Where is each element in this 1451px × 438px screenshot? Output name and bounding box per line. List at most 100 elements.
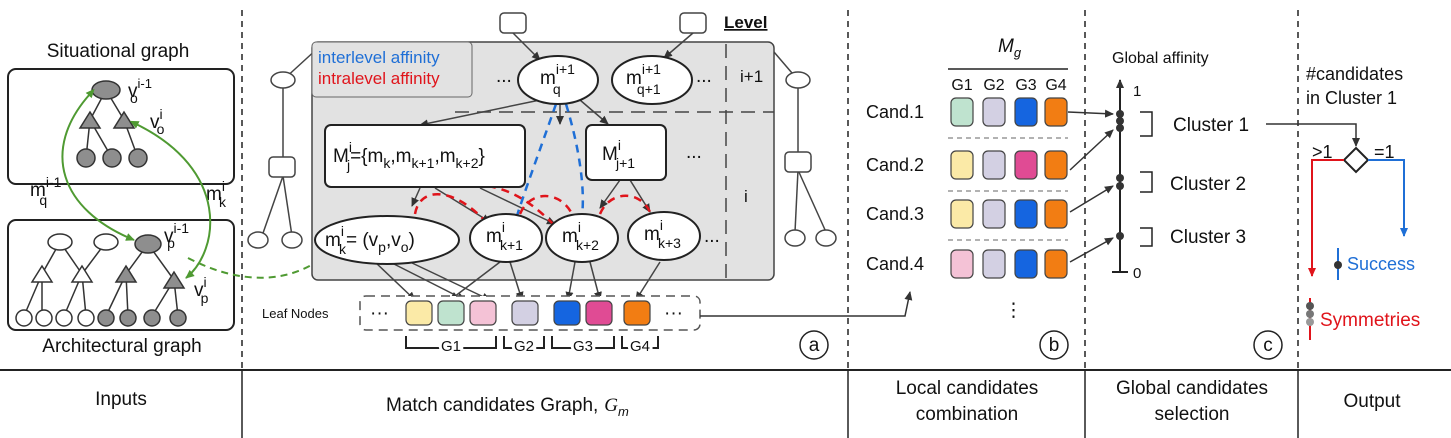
- intralevel-affinity: [598, 194, 652, 215]
- local-column-header: G1: [951, 77, 972, 94]
- arch-leaf: [169, 309, 187, 327]
- candidate-swatch: [950, 150, 974, 180]
- arch-leaf: [119, 309, 137, 327]
- section-inputs: Inputs: [95, 389, 147, 410]
- axis-top-label: 1: [1133, 83, 1141, 100]
- arch-leaf: [97, 309, 115, 327]
- group-bracket-g4: [621, 336, 659, 349]
- decision-eq1: =1: [1374, 142, 1395, 162]
- affinity-point: [1116, 182, 1124, 190]
- marker-b-circle: [1039, 330, 1069, 360]
- interlevel-affinity: [513, 103, 558, 223]
- candidate-swatch: [1044, 249, 1068, 279]
- node-vp: [162, 270, 186, 289]
- intralevel-affinity: [518, 194, 574, 215]
- cluster-2-label: Cluster 2: [1170, 174, 1246, 195]
- section-global-line1: Global candidates: [1116, 378, 1268, 399]
- ellipsis-upper: ...: [496, 66, 512, 87]
- leaf: [102, 148, 122, 168]
- node-mk3: [627, 211, 701, 261]
- output-title-line1: #candidates: [1306, 64, 1403, 84]
- decision-gt1: >1: [1312, 142, 1333, 162]
- section-global-line2: selection: [1155, 404, 1230, 425]
- symmetry-point: [1306, 318, 1314, 326]
- section-local-line1: Local candidates: [896, 378, 1039, 399]
- section-output: Output: [1343, 391, 1401, 412]
- local-symbol: Mg: [998, 36, 1022, 60]
- intralevel-affinity: [413, 192, 487, 223]
- leaf-node-swatch: [511, 300, 539, 326]
- architectural-graph-label: Architectural graph: [42, 336, 201, 357]
- leaf-node-swatch: [405, 300, 433, 326]
- side-node: [785, 71, 811, 89]
- affinity-point: [1116, 124, 1124, 132]
- success-label: Success: [1347, 254, 1415, 274]
- arch-tri: [30, 264, 54, 283]
- candidate-swatch: [1044, 150, 1068, 180]
- local-column-header: G4: [1045, 77, 1066, 94]
- side-node: [815, 229, 837, 247]
- section-labels: Inputs Match candidates Graph,Gm Local c…: [95, 378, 1401, 425]
- ellipsis-lower: ...: [704, 226, 720, 247]
- leaf-node-swatch: [437, 300, 465, 326]
- output-panel: #candidates in Cluster 1 >1 =1 Success S…: [1253, 64, 1420, 360]
- leaf-node-swatch: [553, 300, 581, 326]
- group-label-g2: G2: [514, 338, 534, 355]
- arch-leaf: [143, 309, 161, 327]
- candidate-swatch: [1014, 249, 1038, 279]
- side-node: [247, 231, 269, 249]
- candidate-swatch: [982, 97, 1006, 127]
- arch-leaf: [35, 309, 53, 327]
- group-bracket-g1: [405, 336, 497, 349]
- candidate-label: Cand.3: [866, 204, 924, 224]
- group-label-g1: G1: [441, 338, 461, 355]
- side-node: [784, 151, 812, 173]
- candidate-swatch: [982, 199, 1006, 229]
- global-panel: Global affinity 1 0 Cluster 1 Cluster 2 …: [1067, 50, 1249, 282]
- leaf-node-swatch: [585, 300, 613, 326]
- level-upper-label: i+1: [740, 67, 763, 86]
- cluster-to-decision-arrow: [1266, 123, 1360, 147]
- candidate-swatch: [982, 249, 1006, 279]
- affinity-point: [1116, 110, 1124, 118]
- candidate-swatch: [1014, 199, 1038, 229]
- local-column-header: G3: [1015, 77, 1036, 94]
- candidate-swatch: [1014, 97, 1038, 127]
- ellipsis-upper-right: ...: [696, 66, 712, 87]
- section-match-graph: Match candidates Graph,Gm: [386, 395, 629, 419]
- side-node: [784, 229, 806, 247]
- correspondence-arrow-mk: [129, 120, 212, 279]
- leaf-ellipsis-right: ···: [664, 303, 683, 324]
- affinity-point: [1116, 232, 1124, 240]
- arch-leaf: [15, 309, 33, 327]
- correspondence-arrow-mq: [61, 88, 135, 241]
- affinity-point: [1116, 117, 1124, 125]
- top-node: [499, 12, 527, 34]
- section-local-line2: combination: [916, 404, 1018, 425]
- output-title-line2: in Cluster 1: [1306, 88, 1397, 108]
- side-node: [268, 156, 296, 178]
- node-Mj: [324, 124, 526, 188]
- side-node: [281, 231, 303, 249]
- branch-eq1: [1368, 159, 1408, 237]
- leaf-node-swatch: [469, 300, 497, 326]
- marker-c-circle: [1253, 330, 1283, 360]
- leaf: [128, 148, 148, 168]
- side-node: [270, 71, 296, 89]
- leaf-ellipsis-left: ···: [370, 303, 389, 324]
- local-vdots: ⋮: [1004, 300, 1023, 321]
- cluster-3-label: Cluster 3: [1170, 227, 1246, 248]
- node-mk1: [469, 213, 543, 263]
- ellipsis-mid: ...: [686, 142, 702, 163]
- leaf-nodes-label: Leaf Nodes: [262, 306, 329, 321]
- candidate-label: Cand.1: [866, 102, 924, 122]
